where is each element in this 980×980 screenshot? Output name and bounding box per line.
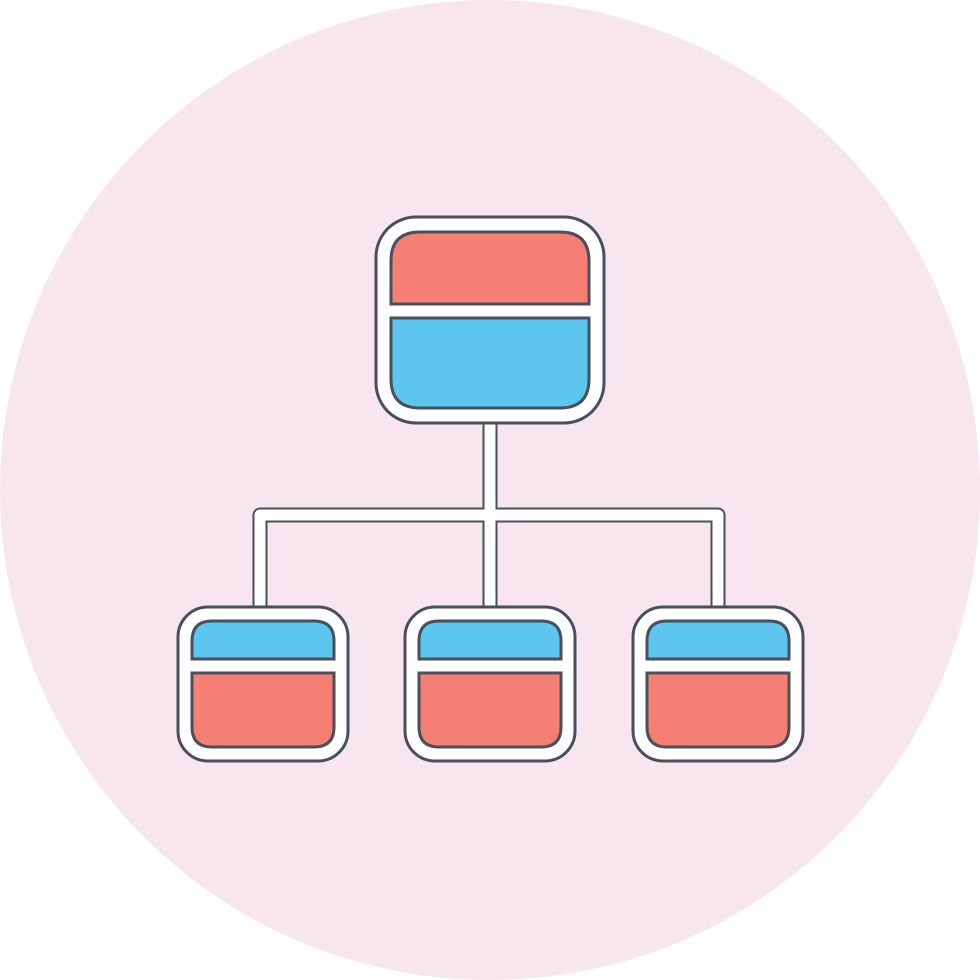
node-header [645,619,791,661]
child-node-right [631,605,805,763]
child-node-center [403,605,577,763]
connector-fill [254,423,724,608]
node-body [190,671,336,749]
node-body [645,671,791,749]
node-body [417,671,563,749]
node-header [389,230,591,306]
node-body [389,316,591,410]
child-node-left [176,605,350,763]
node-header [417,619,563,661]
connector-lines [252,423,726,608]
node-header [190,619,336,661]
root-node [374,215,606,425]
